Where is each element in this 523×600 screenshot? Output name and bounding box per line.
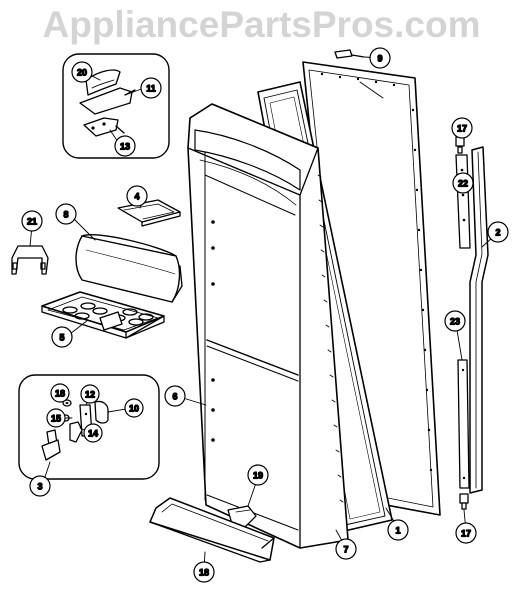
part-22-hinge-bar [455,154,471,249]
part-18-door-bin [149,497,275,563]
callout-3: 3 [29,475,51,497]
callout-8: 8 [55,203,77,225]
callout-13: 13 [114,135,136,157]
svg-text:7: 7 [343,545,348,555]
inner-door-liner [187,103,349,549]
part-2-handle-trim [469,146,489,494]
hinge-inset [62,53,170,159]
callout-6: 6 [164,385,186,407]
callout-14: 14 [83,423,103,443]
part-9-plate [334,49,365,59]
callout-15: 15 [46,408,66,428]
svg-text:19: 19 [253,471,263,481]
callout-23: 23 [444,310,466,332]
svg-text:20: 20 [77,68,87,78]
callout-5: 5 [51,326,73,348]
svg-text:18: 18 [55,389,65,399]
svg-text:18: 18 [199,568,209,578]
callout-21: 21 [21,210,43,232]
svg-text:14: 14 [88,429,98,439]
callout-1: 1 [387,519,409,541]
part-17-top-plug [455,136,465,154]
callout-17-top: 17 [451,117,473,139]
svg-text:10: 10 [129,404,139,414]
part-21-bracket [11,245,49,275]
callout-20: 20 [71,61,93,83]
callout-12: 12 [80,384,100,404]
svg-text:1: 1 [395,526,400,536]
svg-text:11: 11 [146,84,156,94]
callout-2: 2 [487,221,509,243]
callout-9: 9 [369,47,391,69]
callout-10: 10 [124,398,144,418]
svg-text:17: 17 [461,529,471,539]
svg-text:3: 3 [37,482,42,492]
callout-16: 18 [50,383,70,403]
svg-text:21: 21 [27,217,37,227]
svg-text:15: 15 [51,414,61,424]
svg-text:2: 2 [495,228,500,238]
part-8-dairy-door [75,234,183,303]
svg-text:17: 17 [457,124,467,134]
callout-11: 11 [140,77,162,99]
svg-text:12: 12 [85,390,95,400]
svg-text:4: 4 [134,192,139,202]
svg-text:6: 6 [172,392,177,402]
callout-4: 4 [126,185,148,207]
callout-17-bottom: 17 [455,522,477,544]
callouts: 9 20 11 13 4 8 21 5 6 17 22 2 23 18 12 1… [21,47,509,583]
svg-text:22: 22 [458,179,468,189]
svg-text:9: 9 [377,54,382,64]
svg-text:8: 8 [63,210,68,220]
part-17-bottom-plug [459,493,469,510]
watermark: AppliancePartsPros.com [42,4,481,45]
svg-text:23: 23 [450,317,460,327]
part-4-shelf [117,199,181,227]
callout-7: 7 [335,538,357,560]
part-5-egg-tray [41,291,165,339]
callout-18: 18 [193,561,215,583]
svg-text:13: 13 [120,142,130,152]
callout-22: 22 [452,172,474,194]
svg-text:5: 5 [59,333,64,343]
callout-19: 19 [247,464,269,486]
part-23-lower-bar [457,359,470,489]
